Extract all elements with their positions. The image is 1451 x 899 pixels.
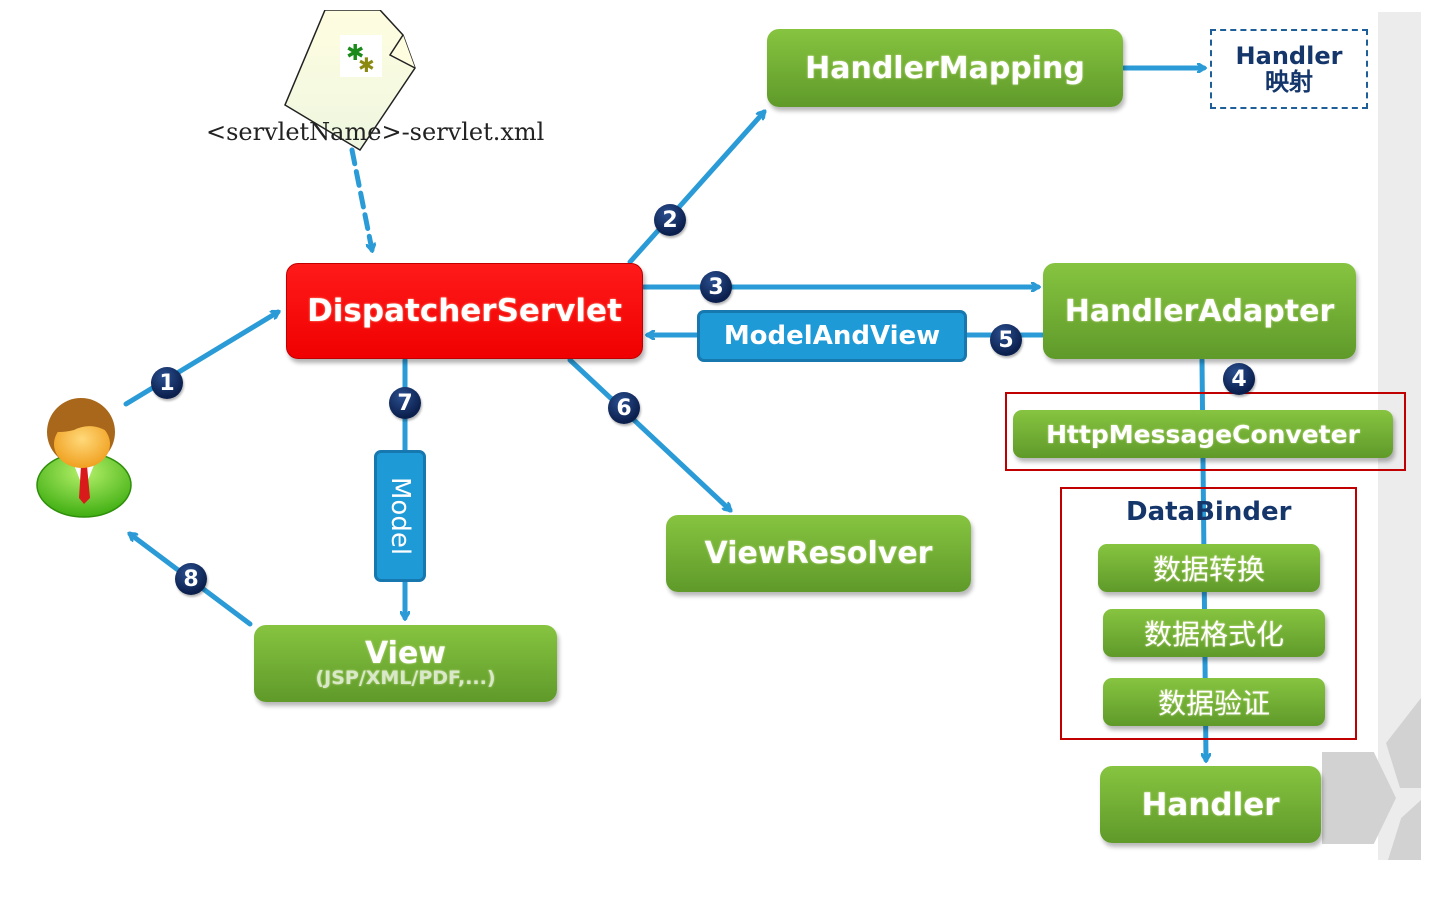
- http-message-converter-frame: [1005, 392, 1406, 471]
- step-badge-1: 1: [151, 367, 183, 399]
- handler-label: Handler: [1141, 786, 1280, 823]
- view-node[interactable]: View (JSP/XML/PDF,...): [254, 625, 557, 702]
- view-resolver-label: ViewResolver: [704, 536, 933, 571]
- data-binder-step-label: 数据验证: [1157, 687, 1270, 720]
- handler-mapping-result-line2: 映射: [1265, 68, 1313, 96]
- data-binder-step-validation[interactable]: 数据验证: [1103, 678, 1325, 726]
- handler-mapping-result-box: Handler 映射: [1210, 29, 1368, 109]
- dispatcher-servlet-label: DispatcherServlet: [307, 293, 622, 329]
- view-subtitle: (JSP/XML/PDF,...): [315, 667, 496, 690]
- view-resolver-node[interactable]: ViewResolver: [666, 515, 971, 592]
- data-binder-step-label: 数据转换: [1152, 553, 1265, 586]
- model-and-view-text: ModelAndView: [723, 321, 941, 351]
- data-binder-step-formatting[interactable]: 数据格式化: [1103, 609, 1325, 657]
- arrow-step-6: [567, 357, 730, 510]
- handler-mapping-label: HandlerMapping: [805, 50, 1085, 86]
- step-badge-8: 8: [175, 563, 207, 595]
- handler-node[interactable]: Handler: [1100, 766, 1321, 843]
- http-message-converter-label: HttpMessageConveter: [1046, 419, 1360, 449]
- xml-config-file-icon: ✱ ✱: [284, 10, 416, 152]
- handler-adapter-node[interactable]: HandlerAdapter: [1043, 263, 1356, 359]
- data-binder-frame: [1060, 487, 1357, 740]
- view-title: View: [364, 635, 447, 671]
- svg-text:✱: ✱: [346, 41, 364, 66]
- model-and-view-label: ModelAndView: [697, 310, 967, 362]
- user-icon: [36, 398, 132, 518]
- model-label: Model: [374, 450, 426, 582]
- config-arrow: [349, 147, 372, 250]
- data-binder-step-conversion[interactable]: 数据转换: [1098, 544, 1320, 592]
- step-badge-4: 4: [1223, 363, 1255, 395]
- step-badge-3: 3: [700, 271, 732, 303]
- handler-mapping-result-line1: Handler: [1235, 41, 1343, 70]
- dispatcher-servlet-node[interactable]: DispatcherServlet: [286, 263, 643, 359]
- step-badge-6: 6: [608, 392, 640, 424]
- handler-adapter-label: HandlerAdapter: [1064, 293, 1335, 329]
- svg-text:✱: ✱: [358, 53, 375, 77]
- arrow-step-1: [123, 309, 278, 407]
- step-badge-7: 7: [389, 387, 421, 419]
- data-binder-title: DataBinder: [1126, 497, 1292, 527]
- handler-mapping-node[interactable]: HandlerMapping: [767, 29, 1123, 107]
- http-message-converter-node[interactable]: HttpMessageConveter: [1013, 410, 1393, 458]
- step-badge-2: 2: [654, 204, 686, 236]
- model-text: Model: [385, 476, 415, 556]
- step-badge-5: 5: [990, 324, 1022, 356]
- arrow-step-2: [627, 112, 764, 265]
- config-file-label: <servletName>-servlet.xml: [206, 118, 545, 146]
- data-binder-step-label: 数据格式化: [1143, 618, 1284, 651]
